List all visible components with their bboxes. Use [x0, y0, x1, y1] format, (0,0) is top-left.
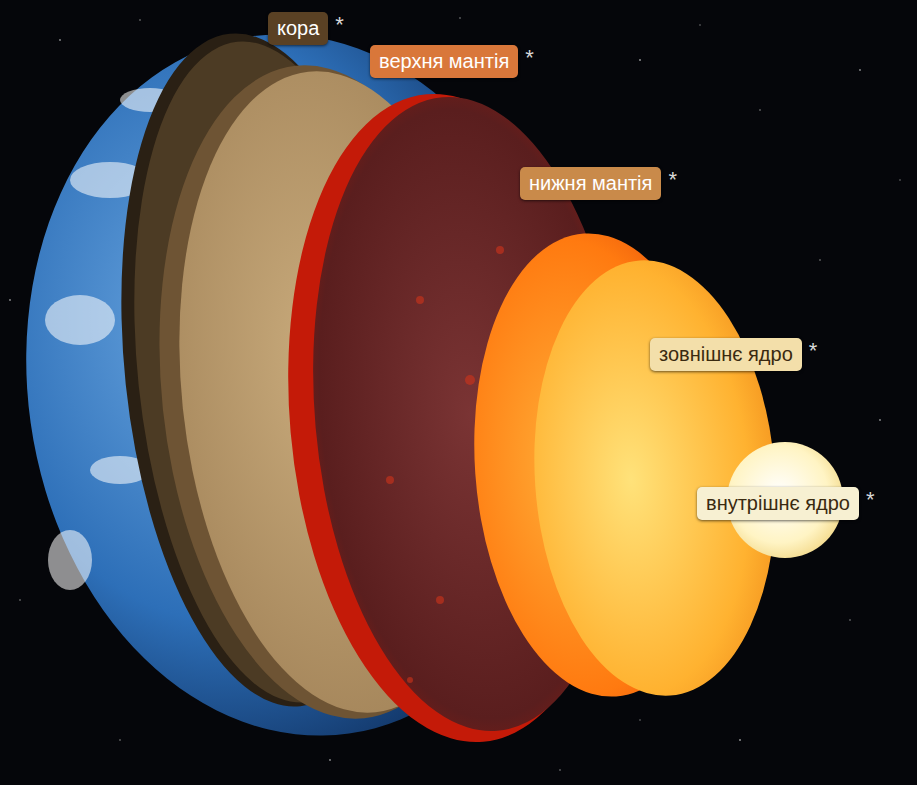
layer-name: нижня мантія: [529, 171, 652, 195]
outer-core-label: зовнішнє ядро: [650, 338, 802, 371]
crust-label: кора: [268, 12, 328, 45]
layer-name: внутрішнє ядро: [706, 491, 850, 515]
upper-mantle-label: верхня мантія: [370, 45, 518, 78]
lower-mantle-label: нижня мантія: [520, 167, 661, 200]
layer-name: верхня мантія: [379, 49, 509, 73]
layer-name: кора: [277, 16, 319, 40]
inner-core-label: внутрішнє ядро: [697, 487, 859, 520]
asterisk-mark: *: [335, 14, 344, 36]
layer-name: зовнішнє ядро: [659, 342, 793, 366]
asterisk-mark: *: [809, 340, 818, 362]
asterisk-mark: *: [525, 47, 534, 69]
asterisk-mark: *: [668, 169, 677, 191]
asterisk-mark: *: [866, 489, 875, 511]
